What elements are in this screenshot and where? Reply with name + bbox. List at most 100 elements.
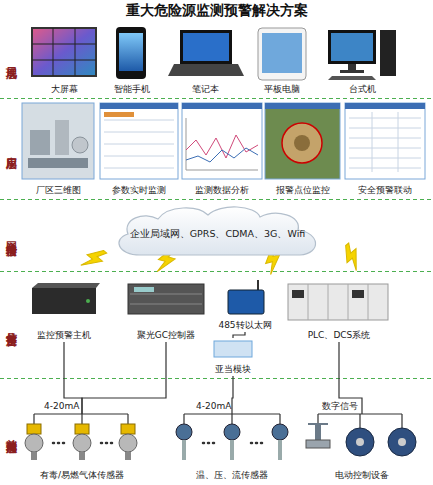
transmitter-stem xyxy=(230,440,234,460)
device-node: 笔记本 xyxy=(166,24,244,96)
plc-terminal xyxy=(352,290,364,298)
layer-label: 信号整合层 xyxy=(3,322,18,327)
transmitter-stem xyxy=(278,440,282,460)
app-module: 监测数据分析 xyxy=(181,101,263,197)
desktop-monitor xyxy=(328,30,376,64)
table-grid xyxy=(349,112,421,172)
gas-sensor-body xyxy=(25,434,43,452)
alarm-zone xyxy=(282,123,322,163)
transmitter-stem xyxy=(182,440,186,460)
node-caption: 监控预警主机 xyxy=(26,330,102,341)
signal-label: 数字信号 xyxy=(322,401,358,412)
valve-body xyxy=(306,440,330,448)
gc-rack-lines xyxy=(130,294,202,304)
host-icon xyxy=(32,288,96,314)
phone-screen xyxy=(119,33,143,71)
app-module: 参数实时监测 xyxy=(98,101,180,197)
linkage-screenshot xyxy=(345,103,425,179)
transmitter-head xyxy=(224,424,240,440)
sensor-group: 温、压、流传感器 xyxy=(168,414,296,482)
app-module: 报警点位监控 xyxy=(264,101,342,197)
host-led xyxy=(86,299,90,303)
layer-band: 应用层厂区三维图参数实时监测监测数据分析报警点位监控安全预警联动 xyxy=(0,99,433,198)
video-wall-grid xyxy=(32,28,96,76)
plant-building xyxy=(55,120,69,155)
node-caption: 聚光GC控制器 xyxy=(124,330,208,341)
analysis-screenshot xyxy=(182,103,262,179)
desktop-stand xyxy=(348,64,356,70)
sensor-bus xyxy=(34,414,128,424)
hardware-node: 聚光GC控制器 xyxy=(124,278,208,342)
app-module: 厂区三维图 xyxy=(20,101,96,197)
gas-sensor-body xyxy=(73,434,91,452)
layer-band: 展现层大屏幕智能手机笔记本平板电脑台式机 xyxy=(0,20,433,98)
chart-line xyxy=(186,135,258,158)
phone-icon xyxy=(116,27,146,79)
plant-3d-screenshot xyxy=(22,103,94,179)
plc-icon xyxy=(288,284,388,320)
sensor-bus xyxy=(318,414,402,428)
gas-sensor-head xyxy=(75,424,89,434)
layer-label: 应用层 xyxy=(3,147,18,150)
desktop-screen xyxy=(331,33,373,61)
laptop-base xyxy=(168,64,244,76)
layer-separator xyxy=(0,99,433,379)
host-top xyxy=(32,283,100,288)
screenshot-header xyxy=(265,103,340,109)
desktop-tower xyxy=(380,30,396,76)
gc-controller-icon xyxy=(128,284,204,314)
signal-wire xyxy=(233,332,245,338)
node-caption: PLC、DCS系统 xyxy=(284,330,394,341)
node-caption: 温、压、流传感器 xyxy=(168,470,296,481)
desktop-keyboard xyxy=(328,76,376,80)
layer-band: 前端传感层有毒/易燃气体传感器温、压、流传感器电动控制设备 xyxy=(0,379,433,485)
sensor-bus xyxy=(184,414,280,424)
screenshot-header xyxy=(345,103,425,109)
layer-label: 网络传输层 xyxy=(3,233,18,238)
tablet-icon xyxy=(258,28,306,80)
converter-icon xyxy=(228,290,264,314)
hardware-node: PLC、DCS系统 xyxy=(284,278,394,342)
gas-sensor-probe xyxy=(31,452,37,460)
gas-sensor-probe xyxy=(79,452,85,460)
plant-building xyxy=(30,130,50,155)
app-module: 安全预警联动 xyxy=(343,101,427,197)
node-caption: 亚当模块 xyxy=(204,364,262,375)
network-cloud: 企业局域网、GPRS、CDMA、3G、Wifi xyxy=(110,203,325,259)
hardware-node: 485转以太网 xyxy=(212,278,278,332)
gas-sensor-head xyxy=(121,424,135,434)
node-caption: 485转以太网 xyxy=(212,320,278,331)
layer-band: 信号整合层监控预警主机 聚光GC控制器 485转以太网亚当模块 PLC、DCS系统 xyxy=(0,272,433,377)
desktop-base xyxy=(340,70,364,73)
device-node: 大屏幕 xyxy=(28,24,100,96)
fan-hub xyxy=(398,438,406,446)
layer-band: 网络传输层 企业局域网、GPRS、CDMA、3G、Wifi xyxy=(0,200,433,270)
laptop-icon xyxy=(180,30,232,64)
gas-sensor-body xyxy=(119,434,137,452)
screenshot-widget xyxy=(104,112,134,117)
node-caption: 笔记本 xyxy=(166,84,244,95)
sensor-group: 有毒/易燃气体传感器 xyxy=(18,414,146,482)
plc-modules xyxy=(308,284,368,320)
network-text: 企业局域网、GPRS、CDMA、3G、Wifi xyxy=(110,228,325,241)
screenshot-header xyxy=(100,103,178,109)
fan-icon xyxy=(346,428,374,456)
valve-stem xyxy=(315,424,321,440)
sensor-group: 电动控制设备 xyxy=(300,414,424,482)
adam-module-icon xyxy=(214,341,252,357)
table-rows xyxy=(104,120,174,168)
node-caption: 厂区三维图 xyxy=(20,185,96,196)
node-caption: 参数实时监测 xyxy=(98,185,180,196)
device-node: 智能手机 xyxy=(104,24,160,96)
node-caption: 台式机 xyxy=(322,84,402,95)
transmitter-head xyxy=(272,424,288,440)
device-node: 台式机 xyxy=(322,24,402,96)
ellipsis-dots xyxy=(53,442,112,445)
node-caption: 智能手机 xyxy=(104,84,160,95)
node-caption: 平板电脑 xyxy=(250,84,314,95)
diagram-title: 重大危险源监测预警解决方案 xyxy=(0,2,433,20)
alarm-map-screenshot xyxy=(265,103,340,179)
transmitter-head xyxy=(176,424,192,440)
tablet-screen xyxy=(262,33,302,73)
laptop-screen xyxy=(183,33,229,61)
